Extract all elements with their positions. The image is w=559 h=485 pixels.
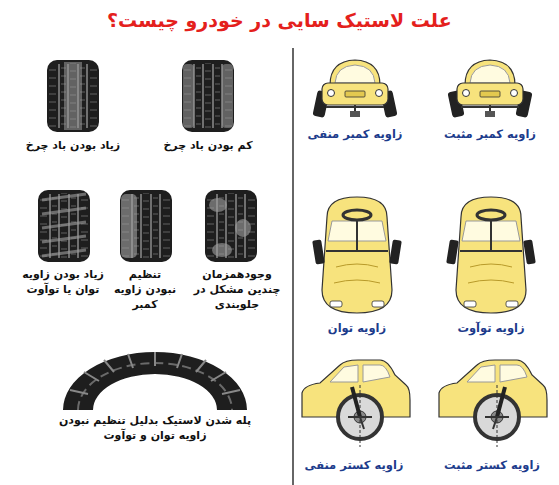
caption-label: زاویه توان bbox=[307, 321, 407, 337]
caption-label: تنظیم نبودن زاویه کمبر bbox=[112, 268, 178, 313]
caption-label: زاویه کمبر مثبت bbox=[440, 127, 540, 143]
caption-label: پله شدن لاستیک بدلیل تنظیم نبودن زاویه ت… bbox=[50, 414, 260, 444]
caption-label: کم بودن باد چرخ bbox=[158, 139, 258, 154]
caption-label: زاویه کستر منفی bbox=[300, 458, 408, 474]
caption-label: زاویه کمبر منفی bbox=[305, 127, 405, 143]
caption-label: زیاد بودن زاویه توان یا توآوت bbox=[17, 268, 109, 298]
caption-label: وجودهمزمان چندین مشکل در جلوبندی bbox=[184, 268, 290, 313]
caption-label: زاویه کستر مثبت bbox=[438, 458, 546, 474]
caption-label: زیاد بودن باد چرخ bbox=[18, 139, 128, 154]
title: علت لاستیک سایی در خودرو چیست؟ bbox=[107, 8, 452, 34]
caption-label: زاویه توآوت bbox=[441, 321, 541, 337]
